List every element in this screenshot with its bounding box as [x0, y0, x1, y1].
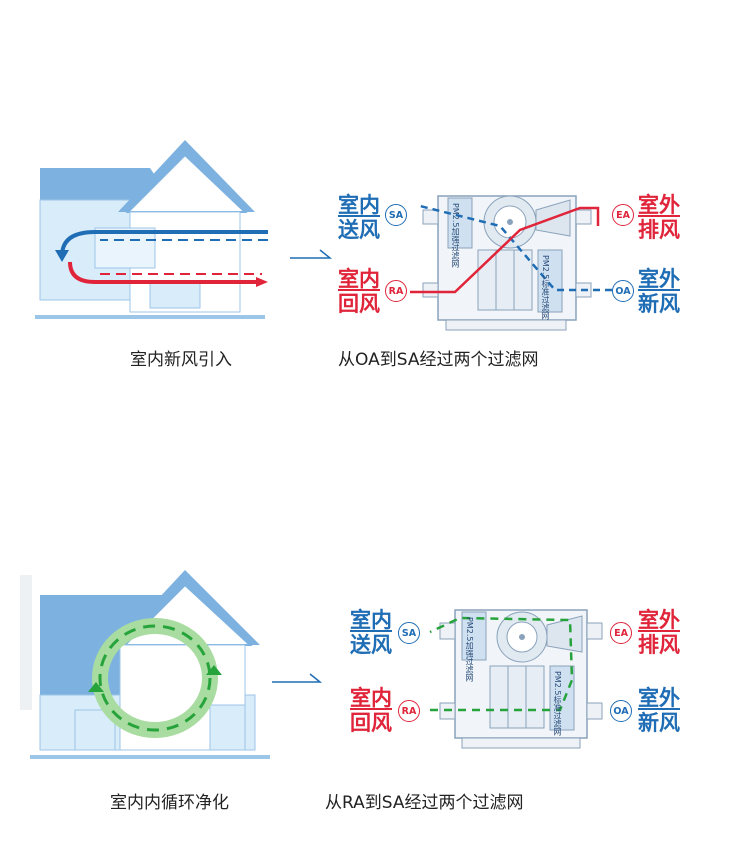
ventilator-unit [422, 195, 592, 331]
oa-label-line1: 室外 [638, 267, 680, 291]
sa-badge: SA [385, 204, 407, 226]
sa-label: 室内 送风 [350, 608, 392, 658]
house-illustration [35, 140, 265, 319]
recirculation-diagram [20, 570, 603, 759]
ea-label-line2: 排风 [638, 218, 680, 242]
ea-badge: EA [612, 204, 634, 226]
sa-label: 室内 送风 [338, 193, 380, 243]
sa-label-line1: 室内 [338, 193, 380, 217]
ea-label: 室外 排风 [638, 193, 680, 243]
upper-filter-label: PM2.5加强过滤网 [465, 617, 474, 682]
ea-label-line1: 室外 [638, 608, 680, 632]
fresh-air-panel: PM2.5加强过滤网 PM2.5标准过滤网 室内 送风 SA 室内 回风 RA … [0, 0, 750, 420]
lower-filter-label: PM2.5标准过滤网 [541, 255, 550, 320]
ra-label-line2: 回风 [350, 711, 392, 735]
ra-badge: RA [385, 280, 407, 302]
ea-label-line2: 排风 [638, 633, 680, 657]
oa-label: 室外 新风 [638, 686, 680, 736]
ra-label: 室内 回风 [350, 686, 392, 736]
ra-label-line2: 回风 [338, 292, 380, 316]
upper-filter-label: PM2.5加强过滤网 [451, 203, 460, 268]
recirculation-caption: 室内内循环净化 [110, 793, 229, 813]
recirculation-path-caption: 从RA到SA经过两个过滤网 [325, 793, 524, 813]
fresh-air-diagram [35, 140, 612, 331]
edge-bar [20, 575, 32, 710]
sa-label-line1: 室内 [350, 608, 392, 632]
oa-to-sa-flow [419, 204, 612, 292]
oa-label: 室外 新风 [638, 267, 680, 317]
oa-label-line1: 室外 [638, 686, 680, 710]
ea-label: 室外 排风 [638, 608, 680, 658]
flow-arrow [272, 673, 323, 683]
ra-badge: RA [398, 700, 420, 722]
ea-badge: EA [610, 622, 632, 644]
sa-label-line2: 送风 [338, 218, 380, 242]
oa-label-line2: 新风 [638, 711, 680, 735]
ra-to-ea-flow [410, 206, 600, 294]
oa-label-line2: 新风 [638, 292, 680, 316]
fresh-air-caption: 室内新风引入 [130, 350, 232, 370]
oa-badge: OA [612, 280, 634, 302]
ra-label: 室内 回风 [338, 267, 380, 317]
ra-label-line1: 室内 [338, 267, 380, 291]
return-air-duct [68, 261, 262, 284]
fresh-air-path-caption: 从OA到SA经过两个过滤网 [338, 350, 539, 370]
sa-label-line2: 送风 [350, 633, 392, 657]
ea-label-line1: 室外 [638, 193, 680, 217]
flow-arrow [290, 249, 333, 259]
sa-badge: SA [398, 622, 420, 644]
ra-label-line1: 室内 [350, 686, 392, 710]
oa-badge: OA [610, 700, 632, 722]
ventilator-unit [439, 609, 603, 749]
ra-to-sa-flow [429, 616, 574, 712]
lower-filter-label: PM2.5标准过滤网 [553, 671, 562, 736]
recirculation-panel: PM2.5加强过滤网 PM2.5标准过滤网 室内 送风 SA 室内 回风 RA … [0, 420, 750, 847]
